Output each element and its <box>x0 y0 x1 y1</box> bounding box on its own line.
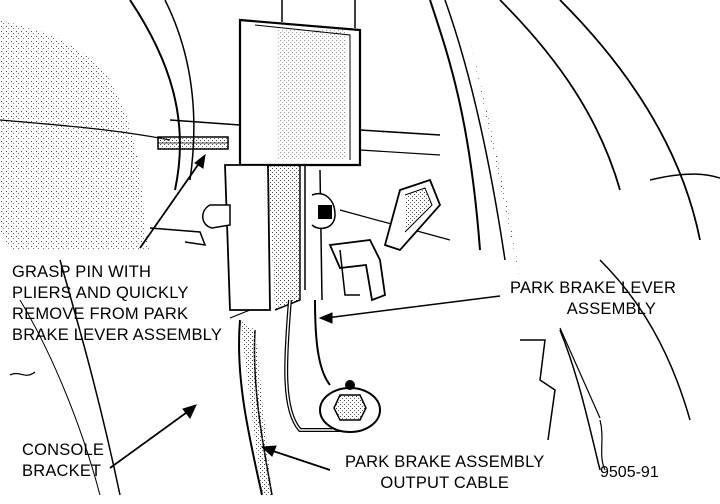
figure-number: 9505-91 <box>600 464 659 481</box>
cable-anchor-nut <box>319 380 381 433</box>
lever-boot-housing <box>238 0 362 300</box>
callout-line: ASSEMBLY <box>566 300 657 318</box>
callout-line: CONSOLE <box>22 441 105 459</box>
grasp-pin-callout: GRASP PIN WITH PLIERS AND QUICKLY REMOVE… <box>12 262 222 346</box>
callout-line: BRAKE LEVER ASSEMBLY <box>12 326 223 344</box>
retaining-pin <box>157 136 229 150</box>
callout-line: OUTPUT CABLE <box>380 474 510 492</box>
leader-lines <box>9 153 601 471</box>
left-console-panel <box>0 0 195 496</box>
callout-line: REMOVE FROM PARK <box>12 305 189 323</box>
callout-line: PARK BRAKE LEVER <box>510 279 677 297</box>
output-cable <box>284 299 345 432</box>
callout-line: PARK BRAKE ASSEMBLY <box>345 453 545 471</box>
park-brake-lever-callout: PARK BRAKE LEVER ASSEMBLY <box>510 278 676 320</box>
console-bracket-rail <box>238 319 273 496</box>
callout-line: GRASP PIN WITH <box>12 263 152 281</box>
callout-line: PLIERS AND QUICKLY <box>12 284 189 302</box>
console-bracket-callout: CONSOLE BRACKET <box>22 440 104 482</box>
right-seat-panel <box>499 0 720 471</box>
callout-line: BRACKET <box>22 462 102 480</box>
output-cable-callout: PARK BRAKE ASSEMBLY OUTPUT CABLE <box>345 452 544 494</box>
floor-tunnel <box>169 0 520 280</box>
park-brake-lever-assembly <box>149 164 442 311</box>
